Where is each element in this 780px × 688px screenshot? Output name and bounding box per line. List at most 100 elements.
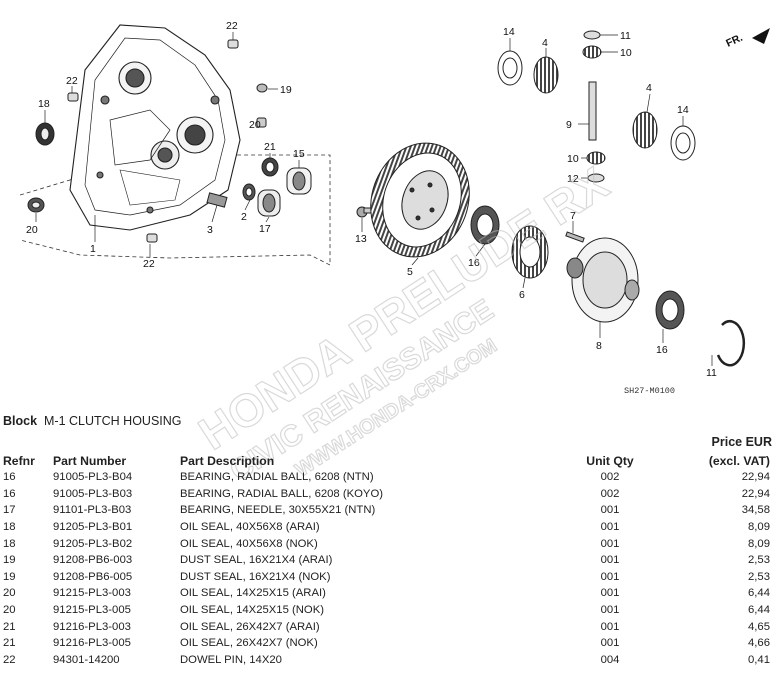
clutch-housing: [69, 24, 241, 231]
cell-description: OIL SEAL, 14X25X15 (ARAI): [180, 587, 326, 600]
callout: 10: [567, 153, 579, 165]
front-direction-indicator: FR.: [724, 28, 770, 50]
callout: 22: [66, 75, 78, 87]
block-heading: Block M-1 CLUTCH HOUSING: [3, 414, 182, 428]
callout: 16: [656, 344, 668, 356]
cell-qty: 001: [600, 587, 620, 600]
cell-qty: 002: [600, 487, 620, 500]
price-header-line1: Price EUR: [711, 435, 772, 449]
cell-price: 8,09: [748, 521, 770, 534]
table-header-row: Refnr Part Number Part Description Unit …: [0, 452, 780, 469]
callout: 18: [38, 98, 50, 110]
callout: 17: [259, 223, 271, 235]
cell-description: BEARING, NEEDLE, 30X55X21 (NTN): [180, 504, 376, 517]
cell-qty: 004: [600, 653, 620, 666]
cell-qty: 001: [600, 637, 620, 650]
callout: 15: [293, 148, 305, 160]
callout: 7: [570, 210, 576, 222]
cell-qty: 001: [600, 554, 620, 567]
cell-ref: 19: [3, 570, 16, 583]
bearing-16a: [470, 205, 500, 245]
cell-description: OIL SEAL, 14X25X15 (NOK): [180, 604, 325, 617]
callout: 11: [620, 30, 631, 42]
callout: 11: [706, 367, 717, 379]
exploded-parts-diagram: FR. 22 22 22 1: [19, 20, 770, 396]
cell-description: DOWEL PIN, 14X20: [180, 653, 282, 666]
cell-description: BEARING, RADIAL BALL, 6208 (NTN): [180, 471, 374, 484]
col-part-number: Part Number: [53, 453, 127, 468]
col-qty: Unit Qty: [586, 453, 634, 468]
cell-description: OIL SEAL, 26X42X7 (NOK): [180, 637, 318, 650]
cell-qty: 002: [600, 471, 620, 484]
cell-part-number: 91208-PB6-003: [53, 554, 133, 567]
figure-code: SH27-M0100: [624, 386, 675, 396]
cell-ref: 19: [3, 554, 16, 567]
cell-qty: 001: [600, 504, 620, 517]
table-row: 20 91215-PL3-003 OIL SEAL, 14X25X15 (ARAI)…: [0, 585, 780, 602]
cell-price: 4,66: [748, 637, 770, 650]
cell-description: BEARING, RADIAL BALL, 6208 (KOYO): [180, 487, 384, 500]
callout: 4: [646, 82, 652, 94]
col-ref: Refnr: [3, 453, 35, 468]
callout: 10: [620, 47, 632, 59]
cell-price: 22,94: [741, 471, 770, 484]
callout: 2: [241, 211, 247, 223]
callout: 12: [567, 173, 579, 185]
cell-part-number: 91215-PL3-003: [53, 587, 131, 600]
cell-description: OIL SEAL, 40X56X8 (ARAI): [180, 521, 320, 534]
cell-ref: 17: [3, 504, 16, 517]
small-parts: [27, 39, 379, 243]
cell-qty: 001: [600, 537, 620, 550]
cell-part-number: 91216-PL3-003: [53, 620, 131, 633]
arrow-icon: [752, 28, 770, 44]
final-drive-gear: [370, 142, 470, 258]
callout: 8: [596, 340, 602, 352]
parts-table: Refnr Part Number Part Description Unit …: [0, 452, 780, 668]
table-row: 18 91205-PL3-B02 OIL SEAL, 40X56X8 (NOK) 00…: [0, 535, 780, 552]
callout: 3: [207, 224, 213, 236]
callout: 6: [519, 289, 525, 301]
cell-description: OIL SEAL, 40X56X8 (NOK): [180, 537, 318, 550]
cell-ref: 22: [3, 653, 16, 666]
callout: 4: [542, 37, 548, 49]
callout: 16: [468, 257, 480, 269]
cell-price: 2,53: [748, 570, 770, 583]
cell-ref: 21: [3, 637, 16, 650]
cell-part-number: 91205-PL3-B02: [53, 537, 133, 550]
cell-part-number: 91101-PL3-B03: [53, 504, 132, 517]
callout: 20: [249, 119, 261, 131]
table-row: 20 91215-PL3-005 OIL SEAL, 14X25X15 (NOK) 0…: [0, 602, 780, 619]
callout: 14: [503, 26, 515, 38]
col-description: Part Description: [180, 453, 275, 468]
callout: 9: [566, 119, 572, 131]
cell-price: 8,09: [748, 537, 770, 550]
cell-ref: 18: [3, 521, 16, 534]
cell-ref: 18: [3, 537, 16, 550]
differential-gears: [497, 30, 746, 367]
cell-price: 2,53: [748, 554, 770, 567]
cell-part-number: 91205-PL3-B01: [53, 521, 133, 534]
cell-part-number: 94301-14200: [53, 653, 120, 666]
block-label: Block: [3, 414, 38, 428]
cell-part-number: 91208-PB6-005: [53, 570, 133, 583]
cell-part-number: 91215-PL3-005: [53, 604, 131, 617]
callout: 20: [26, 224, 38, 236]
cell-price: 6,44: [748, 604, 770, 617]
cell-qty: 001: [600, 620, 620, 633]
callout: 5: [407, 266, 413, 278]
callout: 14: [677, 104, 689, 116]
cell-ref: 20: [3, 587, 16, 600]
cell-ref: 20: [3, 604, 16, 617]
callout: 22: [143, 258, 155, 270]
cell-price: 6,44: [748, 587, 770, 600]
cell-part-number: 91005-PL3-B04: [53, 471, 133, 484]
gear-7: [511, 225, 549, 279]
cell-qty: 001: [600, 604, 620, 617]
table-row: 17 91101-PL3-B03 BEARING, NEEDLE, 30X55X21…: [0, 502, 780, 519]
